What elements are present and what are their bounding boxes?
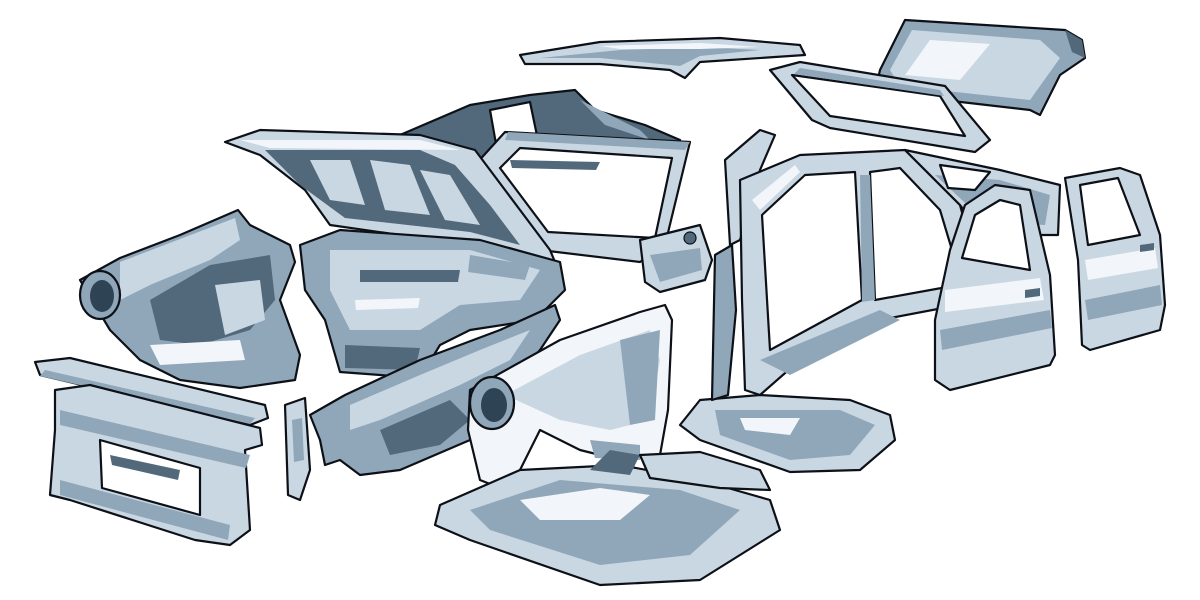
body-side-aperture (738, 148, 987, 397)
small-bracket (283, 396, 312, 502)
front-door (933, 183, 1057, 392)
front-floor-pan (433, 450, 782, 587)
radiator-support (48, 383, 264, 547)
left-front-inner-structure (308, 303, 562, 477)
front-crossmember (33, 356, 270, 427)
rear-floor-pan (678, 393, 897, 474)
left-front-fender (466, 303, 674, 492)
right-front-inner-wheelhouse (78, 208, 302, 390)
tunnel-brace (638, 223, 714, 294)
hood (223, 128, 557, 264)
rear-window-frame (768, 60, 992, 154)
roof-panel (518, 36, 807, 80)
firewall-cowl (298, 228, 567, 380)
rear-door (1063, 166, 1167, 352)
